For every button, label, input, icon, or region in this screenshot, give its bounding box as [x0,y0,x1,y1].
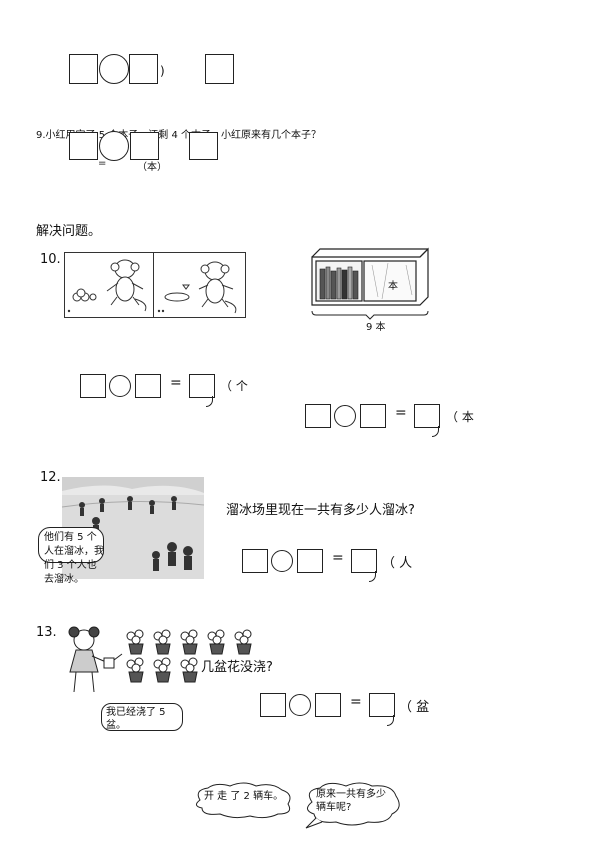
q12-answer-box-result[interactable] [351,549,377,573]
q10a-operator-circle[interactable] [109,375,131,397]
q10a-answer-box-1[interactable] [80,374,106,398]
answer-box-1[interactable] [69,54,98,84]
q13-unit: （ 盆 [399,700,430,715]
q12-equals: = [332,550,344,566]
q10a-equals: = [170,375,182,391]
right-cloud-text: 原来一共有多少辆车呢? [316,789,386,813]
q13-operator-circle[interactable] [289,694,311,716]
monkey-icon [67,259,237,314]
q13-bubble-text: 我已经浇了 5 盆。 [106,707,166,731]
q13-answer-box-result[interactable] [369,693,395,717]
right-cloud-bubble [305,782,400,829]
q10-number: 10. [40,252,61,267]
q12-answer-box-2[interactable] [297,549,323,573]
q10a-unit: （ 个 [220,379,248,393]
q9-answer-box-2[interactable] [130,132,159,160]
q13-speech-bubble [101,703,183,731]
left-cloud-text: 开 走 了 2 辆车。 [204,791,284,802]
q13-question: 几盆花没浇? [201,660,273,675]
q10a-answer-box-result[interactable] [189,374,215,398]
q9-text: 9.小红用完了 5 个本子，还剩 4 个本子，小红原来有几个本子？ [36,130,321,141]
operator-circle[interactable] [99,54,129,84]
q13-answer-box-1[interactable] [260,693,286,717]
q12-unit: （ 人 [382,556,413,571]
q13-answer-box-2[interactable] [315,693,341,717]
q12-bubble-text: 他们有 5 个人在溜冰，我们 3 个人也去溜冰。 [44,532,104,585]
q10b-answer-box-1[interactable] [305,404,331,428]
q12-question: 溜冰场里现在一共有多少人溜冰? [226,503,415,518]
q12-speech-bubble [38,527,104,563]
q12-number: 12. [40,470,61,485]
q10b-answer-box-result[interactable] [414,404,440,428]
girl-watering-icon [68,626,123,693]
q9-equals: = [98,158,107,169]
q13-number: 13. [36,625,57,640]
answer-box-result[interactable] [205,54,234,84]
q12-hook [369,571,376,582]
close-paren: ) [160,64,165,78]
answer-box-2[interactable] [129,54,158,84]
q9-answer-box-1[interactable] [69,132,98,160]
section-title: 解决问题。 [36,224,102,239]
book-label: 本 [388,281,398,292]
bookshelf-icon [311,247,429,320]
shelf-label: 9 本 [366,322,386,333]
q10b-operator-circle[interactable] [334,405,356,427]
q13-equals: = [350,694,362,710]
monkey-picture [64,252,246,318]
q12-operator-circle[interactable] [271,550,293,572]
q12-answer-box-1[interactable] [242,549,268,573]
flower-pot-icon [126,629,252,683]
q10a-hook [206,396,213,407]
flower-pots [124,628,264,684]
left-cloud-bubble [196,782,291,819]
q9-unit: （本） [137,162,167,173]
q9-operator-circle[interactable] [99,131,129,161]
q9-answer-box-result[interactable] [189,132,218,160]
q10b-equals: = [395,405,407,421]
q10b-hook [432,426,439,437]
q10a-answer-box-2[interactable] [135,374,161,398]
q13-hook [387,715,394,726]
q10b-unit: （ 本 [446,410,474,424]
q10b-answer-box-2[interactable] [360,404,386,428]
